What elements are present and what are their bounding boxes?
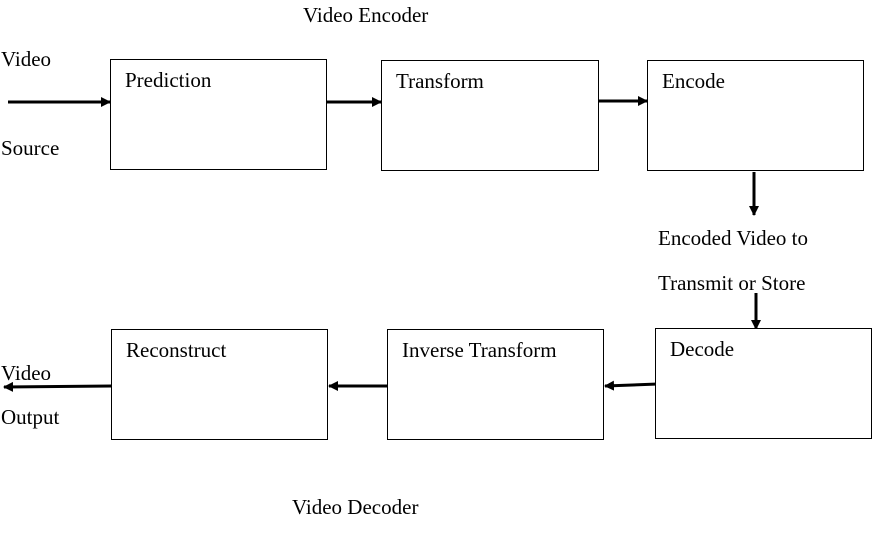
encode-block-label: Encode: [662, 69, 725, 93]
reconstruct-block-label: Reconstruct: [126, 338, 227, 362]
output-label-line1: Video: [1, 361, 52, 385]
transform-block: Transform: [381, 60, 599, 171]
source-label-line1: Video: [1, 47, 52, 71]
decode-block: Decode: [655, 328, 872, 439]
prediction-block: Prediction: [110, 59, 327, 170]
prediction-block-label: Prediction: [125, 68, 212, 92]
decoder-title: Video Decoder: [292, 495, 419, 519]
channel-label-line2: Transmit or Store: [658, 271, 806, 295]
source-label-line2: Source: [1, 136, 60, 160]
decode-block-label: Decode: [670, 337, 735, 361]
reconstruct-block: Reconstruct: [111, 329, 328, 440]
encoder-title: Video Encoder: [303, 3, 429, 27]
inverse-transform-block: Inverse Transform: [387, 329, 604, 440]
channel-label-line1: Encoded Video to: [658, 226, 808, 250]
output-label-line2: Output: [1, 405, 60, 429]
inverse-transform-block-label: Inverse Transform: [402, 338, 557, 362]
arrow-reconstruct-to-output: [3, 381, 113, 392]
encode-block: Encode: [647, 60, 864, 171]
transform-block-label: Transform: [396, 69, 484, 93]
arrow-decode-to-inverse-transform: [604, 380, 659, 391]
